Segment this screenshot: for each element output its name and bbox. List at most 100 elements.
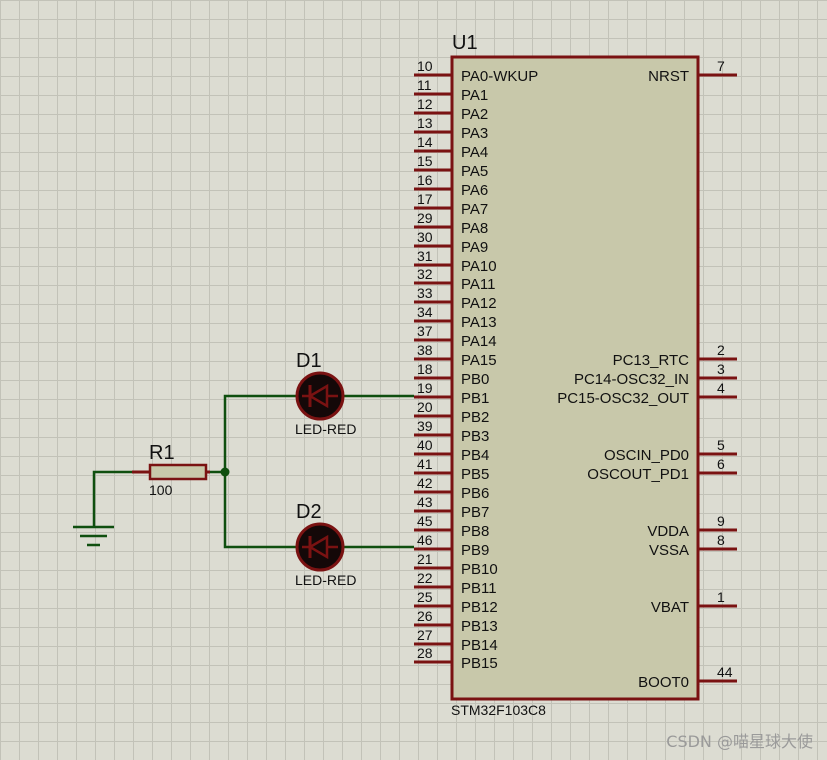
pin-name: PB12 <box>461 599 498 616</box>
pin-number: 40 <box>417 437 433 453</box>
wire-junction-d2 <box>223 472 297 549</box>
pin-number: 34 <box>417 304 433 320</box>
ground-symbol[interactable] <box>73 525 114 547</box>
pin-name: PB13 <box>461 618 498 635</box>
pin-name: PA7 <box>461 201 488 218</box>
pin-name: PB5 <box>461 466 489 483</box>
pin-name: PB10 <box>461 561 498 578</box>
pin-number: 14 <box>417 134 433 150</box>
pin-number: 19 <box>417 380 433 396</box>
pin-name: PA6 <box>461 182 488 199</box>
pin-name: PB2 <box>461 409 489 426</box>
pin-name: PA10 <box>461 258 497 275</box>
pin-name: PA13 <box>461 314 497 331</box>
d2-ref: D2 <box>296 501 322 523</box>
pin-number: 44 <box>717 664 733 680</box>
pin-name: PA14 <box>461 333 497 350</box>
pin-name: PB7 <box>461 504 489 521</box>
pin-number: 42 <box>417 475 433 491</box>
pin-number: 39 <box>417 418 433 434</box>
pin-number: 15 <box>417 153 433 169</box>
pin-number: 5 <box>717 437 725 453</box>
pin-number: 21 <box>417 551 433 567</box>
pin-name: PA12 <box>461 295 497 312</box>
pin-number: 3 <box>717 361 725 377</box>
pin-number: 17 <box>417 191 433 207</box>
pin-name: PB11 <box>461 580 497 597</box>
pin-name: BOOT0 <box>638 674 689 691</box>
chip-body[interactable] <box>450 55 700 701</box>
pin-name: PB1 <box>461 390 489 407</box>
pin-number: 33 <box>417 285 433 301</box>
pin-number: 4 <box>717 380 725 396</box>
pin-name: PB15 <box>461 655 498 672</box>
pin-name: PB8 <box>461 523 489 540</box>
pin-name: VDDA <box>647 523 689 540</box>
pin-name: PB14 <box>461 637 498 654</box>
d1-value: LED-RED <box>295 421 356 437</box>
pin-number: 7 <box>717 58 725 74</box>
pin-number: 12 <box>417 96 433 112</box>
pin-name: PA4 <box>461 144 488 161</box>
pin-number: 29 <box>417 210 433 226</box>
wire-junction-d1 <box>223 394 297 472</box>
pin-name: PA0-WKUP <box>461 68 538 85</box>
pin-number: 28 <box>417 645 433 661</box>
junction-dot <box>220 467 230 477</box>
pin-number: 20 <box>417 399 433 415</box>
pin-number: 26 <box>417 608 433 624</box>
resistor-r1[interactable] <box>132 463 210 481</box>
pin-number: 45 <box>417 513 433 529</box>
pin-name: PB0 <box>461 371 489 388</box>
led-d1[interactable] <box>295 371 345 421</box>
r1-value: 100 <box>149 482 173 498</box>
pin-name: OSCOUT_PD1 <box>587 466 689 483</box>
led-d2[interactable] <box>295 522 345 572</box>
pin-name: PA11 <box>461 276 495 293</box>
chip-part: STM32F103C8 <box>451 702 546 718</box>
pin-number: 31 <box>417 248 433 264</box>
